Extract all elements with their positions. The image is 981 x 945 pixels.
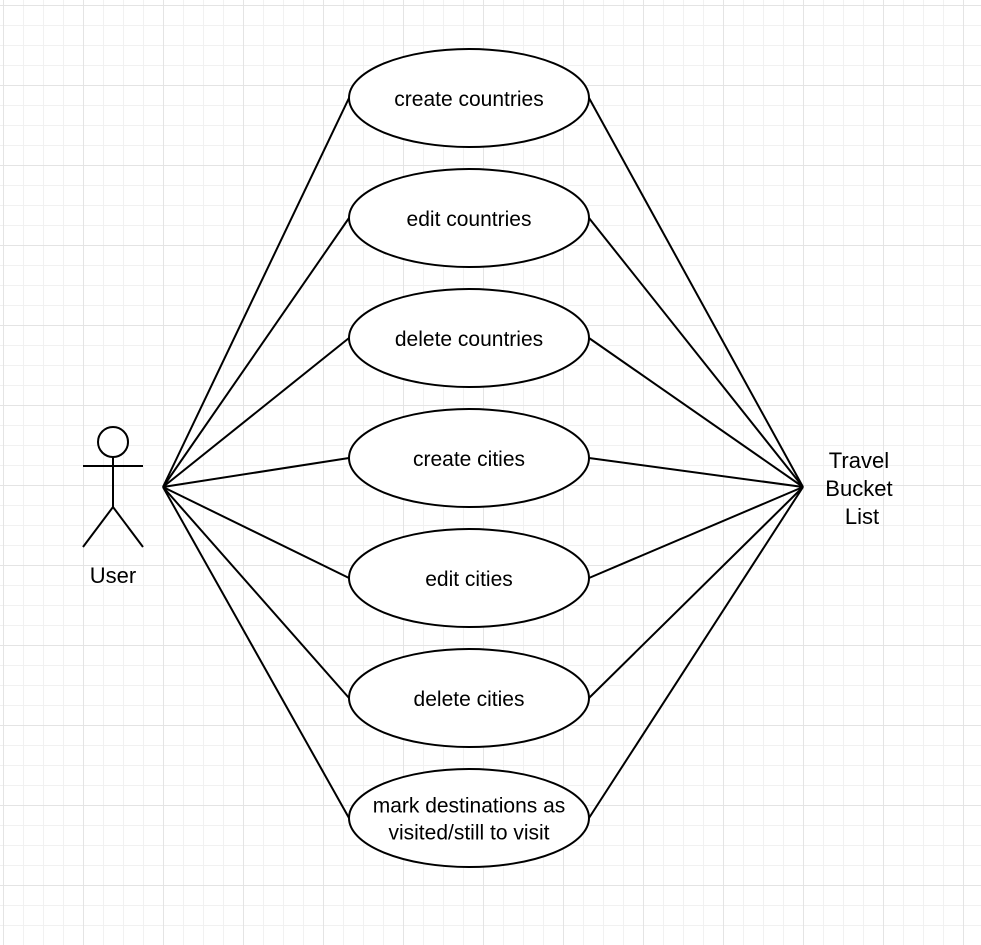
use-case-label: visited/still to visit xyxy=(388,822,549,845)
system-association-line xyxy=(588,337,804,488)
use-case-label: edit countries xyxy=(407,208,532,231)
actor-label: User xyxy=(90,563,136,588)
use-case[interactable]: edit countries xyxy=(348,168,590,268)
actor-head xyxy=(97,426,129,458)
use-case-ellipse xyxy=(348,168,590,268)
use-case-label: create cities xyxy=(413,448,525,471)
use-case-label: create countries xyxy=(394,88,543,111)
association-lines xyxy=(162,97,804,819)
use-case-ellipse xyxy=(348,48,590,148)
system-label-line: Bucket xyxy=(825,476,892,501)
system-label: Travel Bucket List xyxy=(825,448,898,529)
use-case[interactable]: create cities xyxy=(348,408,590,508)
use-case-ellipse xyxy=(348,528,590,628)
user-actor[interactable]: User xyxy=(82,426,144,588)
use-case[interactable]: create countries xyxy=(348,48,590,148)
use-case[interactable]: delete countries xyxy=(348,288,590,388)
use-case-label: edit cities xyxy=(425,568,513,591)
system-association-line xyxy=(588,486,804,579)
system-label-line: List xyxy=(845,504,879,529)
user-association-line xyxy=(162,97,350,488)
use-case-label: delete cities xyxy=(414,688,525,711)
use-case-label: delete countries xyxy=(395,328,543,351)
use-case-ellipse xyxy=(348,408,590,508)
system-association-line xyxy=(588,97,804,488)
system-association-line xyxy=(588,486,804,819)
system-association-line xyxy=(588,217,804,488)
actor-right-leg xyxy=(112,506,144,548)
system-association-line xyxy=(588,457,804,488)
use-case[interactable]: delete cities xyxy=(348,648,590,748)
system-label-line: Travel xyxy=(829,448,889,473)
user-association-line xyxy=(162,486,350,699)
use-case-ellipse xyxy=(348,768,590,868)
system-association-line xyxy=(588,486,804,699)
use-case-label: mark destinations as xyxy=(373,795,566,818)
use-case-ellipse xyxy=(348,288,590,388)
user-association-line xyxy=(162,337,350,488)
use-case[interactable]: edit cities xyxy=(348,528,590,628)
use-case-ellipse xyxy=(348,648,590,748)
use-case-list: create countries edit countries delete cou… xyxy=(348,48,590,868)
use-case[interactable]: mark destinations as visited/still to vis… xyxy=(348,768,590,868)
user-association-line xyxy=(162,486,350,819)
actor-left-leg xyxy=(82,506,114,548)
user-association-line xyxy=(162,457,350,488)
user-association-line xyxy=(162,486,350,579)
user-association-line xyxy=(162,217,350,488)
